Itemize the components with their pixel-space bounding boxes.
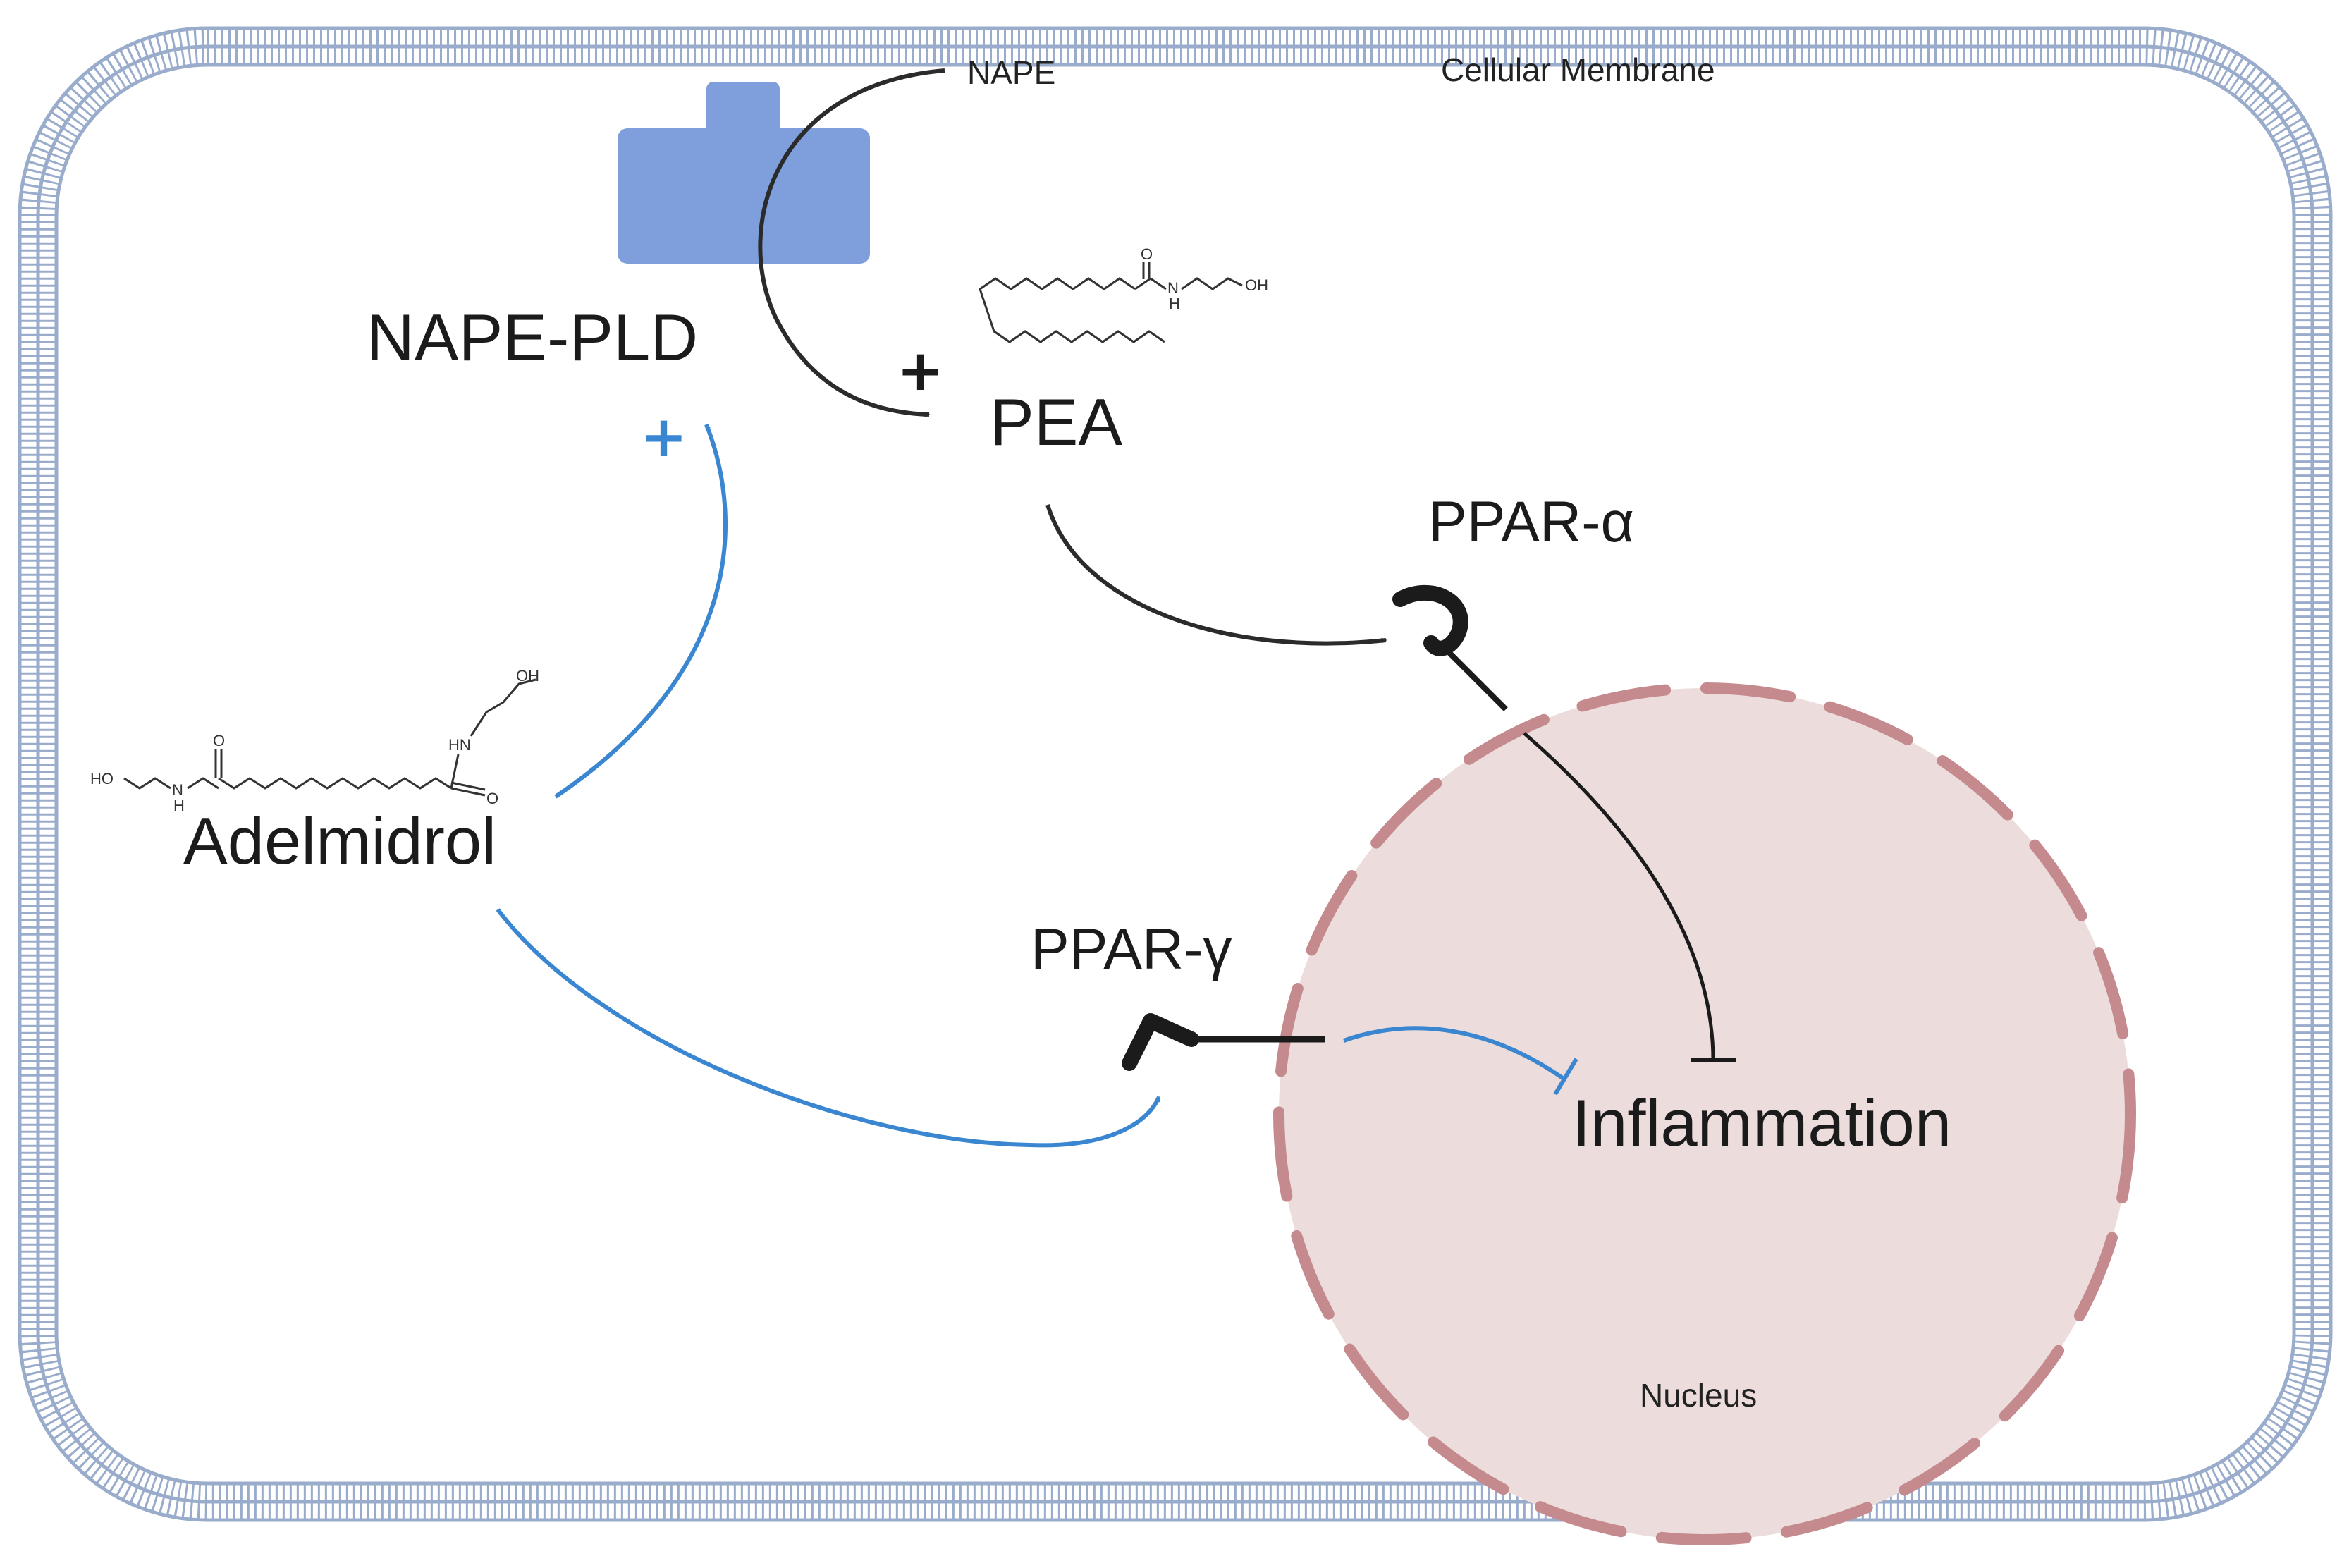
pea-atom-oh: OH <box>1245 276 1268 294</box>
ppar-gamma-label: PPAR-γ <box>1031 917 1232 981</box>
adelmidrol-to-nape-pld-arrow <box>554 423 728 799</box>
adelmidrol-atom-o-top: O <box>486 790 498 807</box>
adelmidrol-label: Adelmidrol <box>183 804 497 878</box>
nape-to-pea-arrow <box>758 68 945 417</box>
nucleus <box>1273 682 2136 1545</box>
adelmidrol-atom-ho: HO <box>90 770 114 788</box>
nape-label: NAPE <box>967 54 1056 91</box>
ppar-alpha-receptor <box>1392 584 1508 711</box>
pea-to-ppar-alpha-arrow <box>1045 504 1387 646</box>
membrane-label: Cellular Membrane <box>1441 51 1715 88</box>
pea-atom-n: N <box>1167 279 1179 297</box>
ppar-gamma-inhibition-line <box>1342 1026 1565 1081</box>
adelmidrol-atom-hn: HN <box>448 736 471 754</box>
pea-structure <box>979 262 1243 343</box>
adelmidrol-structure <box>123 678 536 797</box>
adelmidrol-to-ppar-gamma-arrow <box>496 908 1161 1148</box>
pea-atom-h: H <box>1169 295 1180 312</box>
adelmidrol-atom-oh-top: OH <box>516 667 539 685</box>
adelmidrol-atom-h: H <box>173 797 185 814</box>
ppar-gamma-inhibition-bar <box>1553 1058 1578 1096</box>
pea-activation-plus: + <box>897 338 945 403</box>
ppar-alpha-label: PPAR-α <box>1428 490 1634 554</box>
ppar-gamma-receptor <box>1122 1013 1325 1071</box>
inflammation-label: Inflammation <box>1572 1086 1952 1160</box>
nape-pld-label: NAPE-PLD <box>367 300 699 374</box>
nape-pld-activation-plus: + <box>640 404 688 470</box>
ppar-alpha-inhibition-line <box>1523 732 1715 1061</box>
nucleus-label: Nucleus <box>1640 1377 1758 1414</box>
pea-atom-carbonyl-o: O <box>1141 245 1153 263</box>
pea-label: PEA <box>990 385 1123 459</box>
adelmidrol-atom-n: N <box>172 781 183 799</box>
adelmidrol-atom-o-left: O <box>213 732 225 749</box>
nape-pld-transporter <box>618 82 870 264</box>
